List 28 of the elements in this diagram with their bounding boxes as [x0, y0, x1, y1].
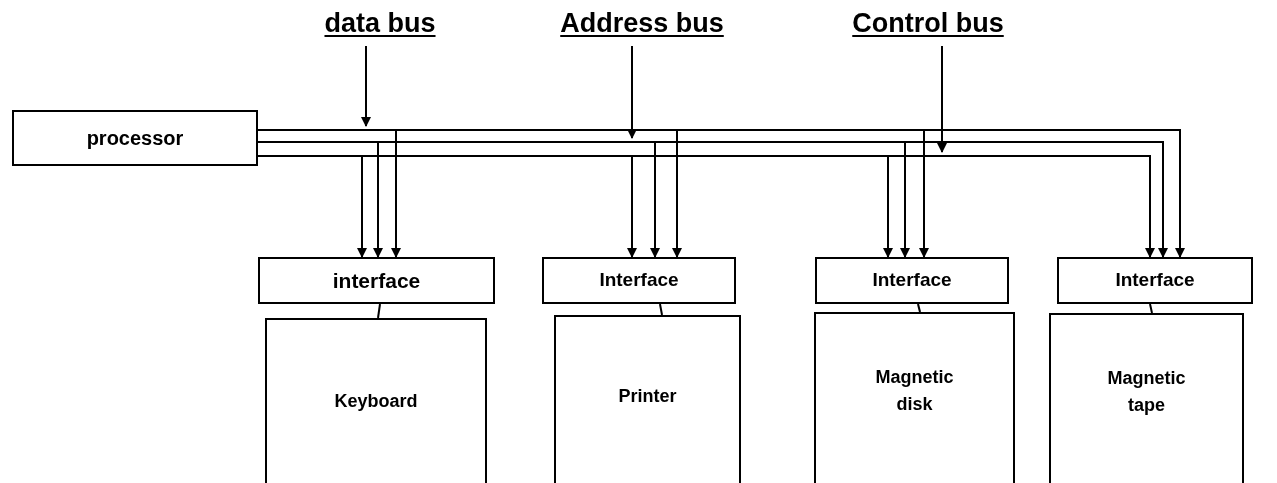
connector-line	[1149, 303, 1153, 314]
box-label: Printer	[618, 385, 677, 408]
box-label: processor	[86, 126, 184, 151]
box-label: Interface	[599, 268, 679, 293]
box-label: Magnetic tape	[1106, 367, 1187, 417]
process-box	[815, 257, 1009, 304]
process-box	[12, 110, 258, 166]
bus-label: Control bus	[852, 8, 1004, 39]
process-box	[542, 257, 736, 304]
arrow	[937, 45, 947, 153]
process-box	[1057, 257, 1253, 304]
device-box	[554, 315, 741, 483]
device-box	[265, 318, 487, 483]
connector-line	[377, 303, 381, 319]
arrow	[361, 45, 371, 127]
bus-label: Address bus	[560, 8, 724, 39]
box-label: interface	[332, 267, 421, 294]
process-box	[258, 257, 495, 304]
device-box	[1049, 313, 1244, 483]
arrow	[627, 45, 637, 139]
box-label: Magnetic disk	[874, 366, 955, 416]
box-label: Interface	[872, 268, 952, 293]
connector-line	[659, 303, 663, 316]
box-label: Keyboard	[334, 390, 418, 413]
box-label: Interface	[1115, 268, 1195, 293]
connector-line	[917, 303, 921, 313]
device-box	[814, 312, 1015, 483]
bus-label: data bus	[324, 8, 436, 39]
